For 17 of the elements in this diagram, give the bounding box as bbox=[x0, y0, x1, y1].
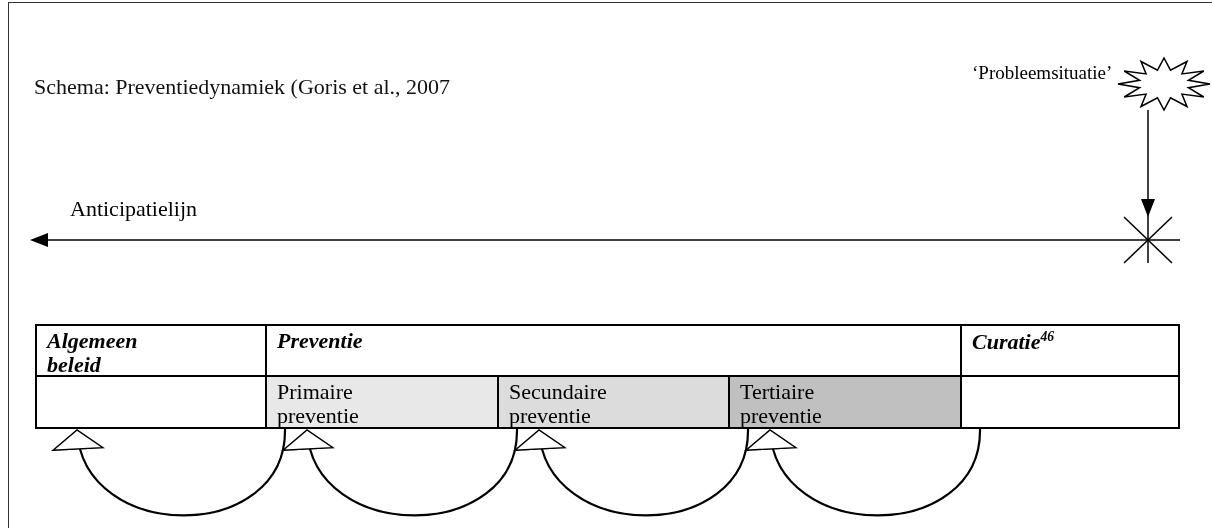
table-cell bbox=[497, 375, 730, 429]
cross-mark bbox=[1124, 217, 1172, 263]
diagram-title: Schema: Preventiedynamiek (Goris et al., 2007 bbox=[34, 74, 451, 100]
cell-text: Tertiaire preventie bbox=[740, 380, 823, 429]
starburst-shape bbox=[1118, 58, 1210, 110]
line-label: Anticipatielijn bbox=[70, 196, 198, 222]
table-header-cell bbox=[35, 324, 267, 377]
arrow bbox=[1141, 109, 1155, 218]
cell-text: Algemeen beleid bbox=[47, 329, 139, 378]
table-header-cell bbox=[960, 324, 1180, 377]
cell-text: Secundaire preventie bbox=[509, 380, 608, 429]
cell-text: Primaire preventie bbox=[277, 380, 360, 429]
table-cell bbox=[728, 375, 962, 429]
situation-label: ‘Probleemsituatie’ bbox=[972, 62, 1113, 84]
cell-text: Curatie$^{46}$ bbox=[972, 329, 1056, 355]
cell-text: Preventie bbox=[277, 329, 364, 354]
table-cell bbox=[265, 375, 499, 429]
